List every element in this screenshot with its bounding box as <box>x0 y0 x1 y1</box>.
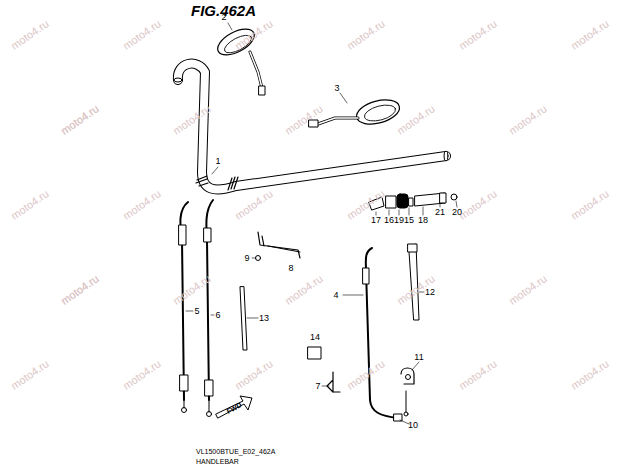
watermark: moto4.ru <box>9 358 51 392</box>
callout-number: 8 <box>288 264 293 273</box>
watermark: moto4.ru <box>233 358 275 392</box>
watermark: moto4.ru <box>345 358 387 392</box>
watermark: moto4.ru <box>569 358 611 392</box>
callout-number: 10 <box>408 421 418 430</box>
callout-number: 13 <box>259 314 269 323</box>
watermark: moto4.ru <box>507 273 549 307</box>
watermark: moto4.ru <box>283 273 325 307</box>
watermark: moto4.ru <box>121 358 163 392</box>
callout-number: 12 <box>425 288 435 297</box>
direction-arrow-label: FWD <box>225 401 242 415</box>
callout-number: 16 <box>384 216 394 225</box>
callout-number: 6 <box>215 311 220 320</box>
callout-number: 14 <box>310 333 320 342</box>
watermark: moto4.ru <box>569 188 611 222</box>
watermark: moto4.ru <box>457 358 499 392</box>
callout-number: 3 <box>334 84 339 93</box>
callout-number: 15 <box>404 216 414 225</box>
watermark: moto4.ru <box>345 18 387 52</box>
watermark: moto4.ru <box>59 273 101 307</box>
callout-number: 21 <box>435 208 445 217</box>
watermark: moto4.ru <box>457 188 499 222</box>
watermark: moto4.ru <box>569 18 611 52</box>
callout-number: 1 <box>215 157 220 166</box>
callout-number: 2 <box>221 13 226 22</box>
watermark: moto4.ru <box>457 18 499 52</box>
drawing-code: VL1500BTUE_E02_462A <box>196 448 275 455</box>
watermark: moto4.ru <box>233 188 275 222</box>
watermark: moto4.ru <box>9 188 51 222</box>
callout-number: 20 <box>452 208 462 217</box>
figure-caption: HANDLEBAR <box>196 458 239 465</box>
watermark: moto4.ru <box>121 18 163 52</box>
watermark: moto4.ru <box>9 18 51 52</box>
watermark: moto4.ru <box>507 103 549 137</box>
callout-number: 18 <box>418 216 428 225</box>
watermark: moto4.ru <box>121 188 163 222</box>
callout-number: 4 <box>333 291 338 300</box>
callout-number: 9 <box>244 254 249 263</box>
watermark: moto4.ru <box>283 103 325 137</box>
watermark: moto4.ru <box>59 103 101 137</box>
callout-number: 19 <box>394 216 404 225</box>
callout-number: 5 <box>194 307 199 316</box>
callout-number: 11 <box>414 353 423 362</box>
callout-number: 7 <box>315 382 320 391</box>
watermark: moto4.ru <box>395 103 437 137</box>
callout-number: 17 <box>371 216 381 225</box>
